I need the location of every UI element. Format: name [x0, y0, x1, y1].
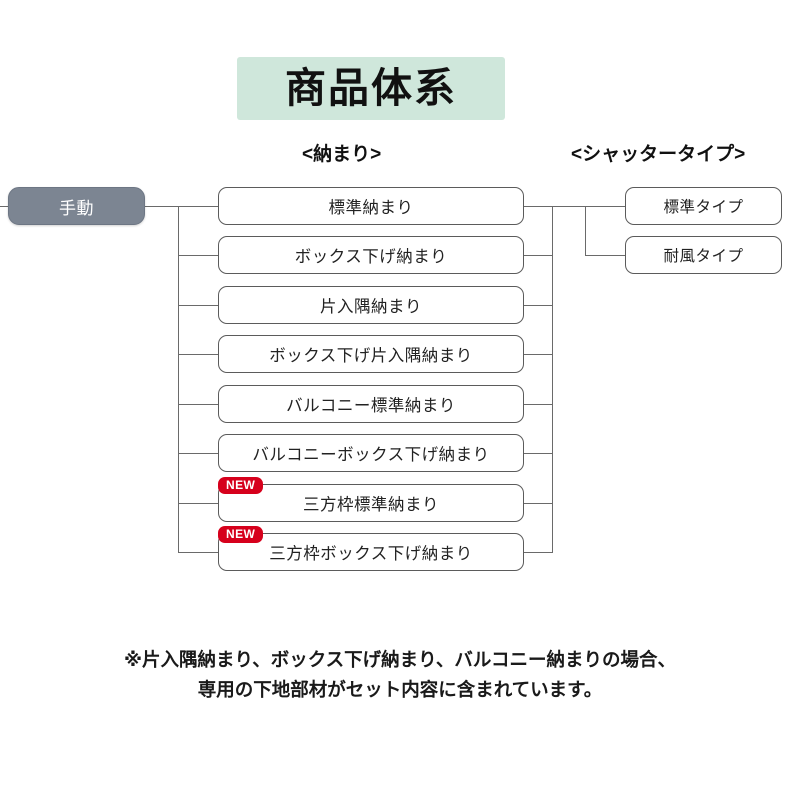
connector-root-stub-left	[0, 206, 9, 208]
connector-right-stub-4	[524, 354, 553, 356]
node-osamari-2[interactable]: ボックス下げ納まり	[218, 236, 524, 274]
connector-trunk-shutter	[585, 206, 587, 256]
connector-trunk-right	[552, 206, 554, 553]
node-osamari-6-label: バルコニーボックス下げ納まり	[252, 446, 490, 464]
node-osamari-2-label: ボックス下げ納まり	[294, 248, 448, 266]
node-osamari-5[interactable]: バルコニー標準納まり	[218, 385, 524, 423]
column-header-shutter-type: <シャッタータイプ>	[571, 144, 746, 165]
connector-right-stub-2	[524, 255, 553, 257]
connector-branch-5	[178, 404, 219, 406]
node-shutter-2[interactable]: 耐風タイプ	[625, 236, 782, 274]
new-badge-osamari-7: NEW	[218, 477, 264, 494]
node-osamari-3[interactable]: 片入隅納まり	[218, 286, 524, 324]
node-osamari-8-label: 三方枠ボックス下げ納まり	[269, 545, 473, 563]
connector-right-stub-5	[524, 404, 553, 406]
column-header-osamari: <納まり>	[302, 144, 382, 165]
connector-branch-1	[178, 206, 219, 208]
connector-branch-8	[178, 552, 219, 554]
node-osamari-5-label: バルコニー標準納まり	[286, 397, 456, 415]
connector-right-stub-3	[524, 305, 553, 307]
connector-trunk-left	[178, 206, 180, 553]
node-osamari-8[interactable]: 三方枠ボックス下げ納まり	[218, 533, 524, 571]
node-root-manual-label: 手動	[59, 198, 94, 218]
connector-to-shutter-column	[552, 206, 586, 208]
node-shutter-2-label: 耐風タイプ	[663, 248, 744, 265]
node-shutter-1-label: 標準タイプ	[663, 199, 744, 216]
new-badge-osamari-8: NEW	[218, 526, 264, 543]
node-shutter-1[interactable]: 標準タイプ	[625, 187, 782, 225]
connector-right-stub-8	[524, 552, 553, 554]
connector-branch-2	[178, 255, 219, 257]
connector-branch-7	[178, 503, 219, 505]
node-osamari-4-label: ボックス下げ片入隅納まり	[269, 347, 473, 365]
connector-right-stub-7	[524, 503, 553, 505]
connector-root-out	[145, 206, 179, 208]
node-osamari-1[interactable]: 標準納まり	[218, 187, 524, 225]
node-osamari-4[interactable]: ボックス下げ片入隅納まり	[218, 335, 524, 373]
connector-shutter-branch-1	[585, 206, 626, 208]
node-osamari-3-label: 片入隅納まり	[320, 298, 422, 316]
footnote-line-2: 専用の下地部材がセット内容に含まれています。	[197, 678, 603, 700]
page-title-banner: 商品体系	[237, 57, 505, 120]
connector-branch-3	[178, 305, 219, 307]
node-osamari-7[interactable]: 三方枠標準納まり	[218, 484, 524, 522]
page-title: 商品体系	[285, 65, 457, 111]
connector-branch-6	[178, 453, 219, 455]
node-root-manual[interactable]: 手動	[8, 187, 145, 225]
connector-branch-4	[178, 354, 219, 356]
footnote: ※片入隅納まり、ボックス下げ納まり、バルコニー納まりの場合、 専用の下地部材がセ…	[0, 645, 800, 705]
node-osamari-7-label: 三方枠標準納まり	[303, 496, 439, 514]
connector-right-stub-6	[524, 453, 553, 455]
connector-right-stub-1	[524, 206, 553, 208]
connector-shutter-branch-2	[585, 255, 626, 257]
node-osamari-6[interactable]: バルコニーボックス下げ納まり	[218, 434, 524, 472]
footnote-line-1: ※片入隅納まり、ボックス下げ納まり、バルコニー納まりの場合、	[123, 649, 677, 670]
node-osamari-1-label: 標準納まり	[328, 199, 414, 217]
